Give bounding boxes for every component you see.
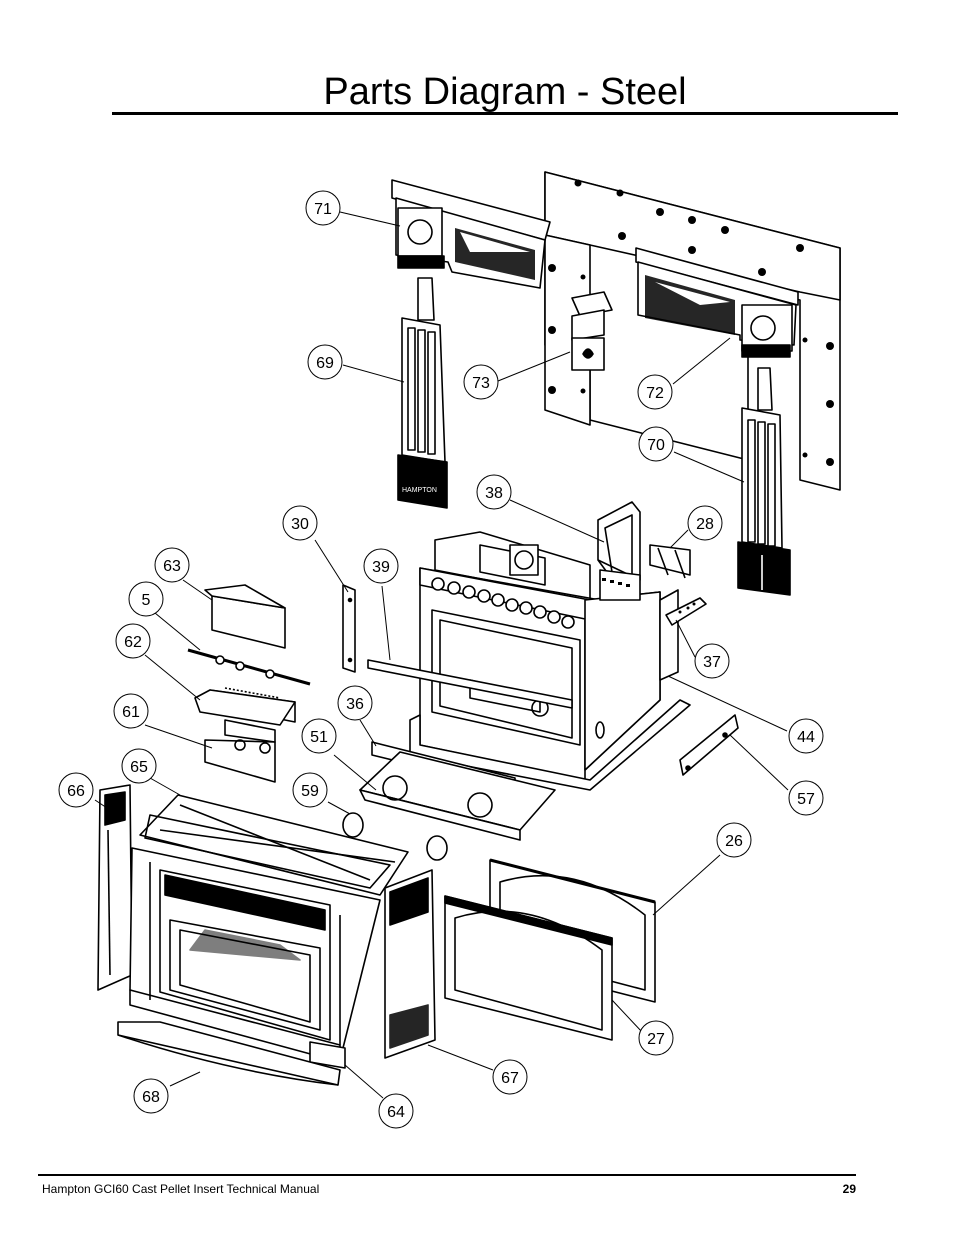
- svg-text:62: 62: [124, 634, 142, 651]
- svg-text:68: 68: [142, 1089, 160, 1106]
- svg-text:51: 51: [310, 729, 328, 746]
- svg-text:30: 30: [291, 516, 309, 533]
- svg-text:63: 63: [163, 558, 181, 575]
- svg-text:61: 61: [122, 704, 140, 721]
- callout-26: 26: [716, 822, 752, 858]
- part-39-rail: [367, 659, 573, 709]
- part-28-bracket: [649, 544, 691, 579]
- part-66-left-side-panel: [97, 784, 133, 991]
- hampton-logo-text: HAMPTON: [402, 487, 437, 494]
- svg-text:69: 69: [316, 355, 334, 372]
- callout-36: 36: [337, 685, 373, 721]
- callout-63: 63: [154, 547, 190, 583]
- callout-62: 62: [115, 623, 151, 659]
- svg-text:67: 67: [501, 1070, 519, 1087]
- part-70-right-column: [737, 367, 791, 596]
- footer-rule: [38, 1174, 856, 1176]
- callout-68: 68: [133, 1078, 169, 1114]
- svg-text:70: 70: [647, 437, 665, 454]
- part-37-control-plate: [665, 597, 707, 626]
- part-71-left-header: [391, 179, 551, 289]
- part-73-nameplate-bracket: [571, 291, 613, 371]
- callout-28: 28: [687, 505, 723, 541]
- part-5-igniter: [187, 648, 311, 686]
- part-63-burn-pot: [204, 584, 286, 649]
- part-61-ash-box: [204, 719, 276, 783]
- callout-64: 64: [378, 1093, 414, 1129]
- callout-51: 51: [301, 718, 337, 754]
- callouts: 71 69 73 72 70 38 28 30 39 63 5 62 37 44…: [58, 190, 824, 1129]
- svg-text:65: 65: [130, 759, 148, 776]
- callout-71: 71: [305, 190, 341, 226]
- svg-text:27: 27: [647, 1031, 665, 1048]
- svg-text:39: 39: [372, 559, 390, 576]
- svg-text:44: 44: [797, 729, 815, 746]
- svg-text:71: 71: [314, 201, 332, 218]
- svg-text:38: 38: [485, 485, 503, 502]
- part-38-hopper-lid: [597, 501, 641, 591]
- part-68-bottom-apron: [117, 1021, 341, 1086]
- part-62-grate: [194, 687, 296, 726]
- callout-57: 57: [788, 780, 824, 816]
- callout-27: 27: [638, 1020, 674, 1056]
- callout-39: 39: [363, 548, 399, 584]
- firebox-body: [409, 531, 691, 791]
- callout-61: 61: [113, 693, 149, 729]
- svg-text:37: 37: [703, 654, 721, 671]
- svg-text:59: 59: [301, 783, 319, 800]
- part-64-corner-trim: [309, 1041, 346, 1069]
- callout-66: 66: [58, 772, 94, 808]
- callout-30: 30: [282, 505, 318, 541]
- part-59-disc: [342, 812, 448, 861]
- svg-text:73: 73: [472, 375, 490, 392]
- part-44-side-panel: [659, 589, 679, 681]
- part-36-ash-pan: [359, 741, 556, 841]
- part-69-left-column: HAMPTON: [397, 277, 448, 509]
- page-title: Parts Diagram - Steel: [323, 71, 687, 113]
- svg-text:26: 26: [725, 833, 743, 850]
- part-67-right-side-panel: [384, 869, 436, 1059]
- svg-text:64: 64: [387, 1104, 405, 1121]
- callout-73: 73: [463, 364, 499, 400]
- svg-text:66: 66: [67, 783, 85, 800]
- footer-manual-title: Hampton GCI60 Cast Pellet Insert Technic…: [42, 1182, 320, 1196]
- svg-text:36: 36: [346, 696, 364, 713]
- part-72-right-header: [635, 247, 799, 358]
- callout-70: 70: [638, 426, 674, 462]
- leader-lines: [94, 211, 789, 1099]
- svg-text:57: 57: [797, 791, 815, 808]
- svg-text:72: 72: [646, 385, 664, 402]
- part-27-glass-door: [444, 895, 613, 1041]
- callout-67: 67: [492, 1059, 528, 1095]
- title-underline: [112, 112, 898, 115]
- callout-37: 37: [694, 643, 730, 679]
- part-30-side-bracket: [342, 584, 356, 673]
- callout-5: 5: [128, 581, 164, 617]
- callout-65: 65: [121, 748, 157, 784]
- callout-72: 72: [637, 374, 673, 410]
- svg-text:5: 5: [142, 592, 151, 609]
- svg-text:28: 28: [696, 516, 714, 533]
- callout-38: 38: [476, 474, 512, 510]
- callout-59: 59: [292, 772, 328, 808]
- callout-44: 44: [788, 718, 824, 754]
- part-65-front-faceplate: [129, 794, 409, 1063]
- part-57-bracket: [679, 714, 739, 776]
- page-number: 29: [842, 1182, 856, 1196]
- callout-69: 69: [307, 344, 343, 380]
